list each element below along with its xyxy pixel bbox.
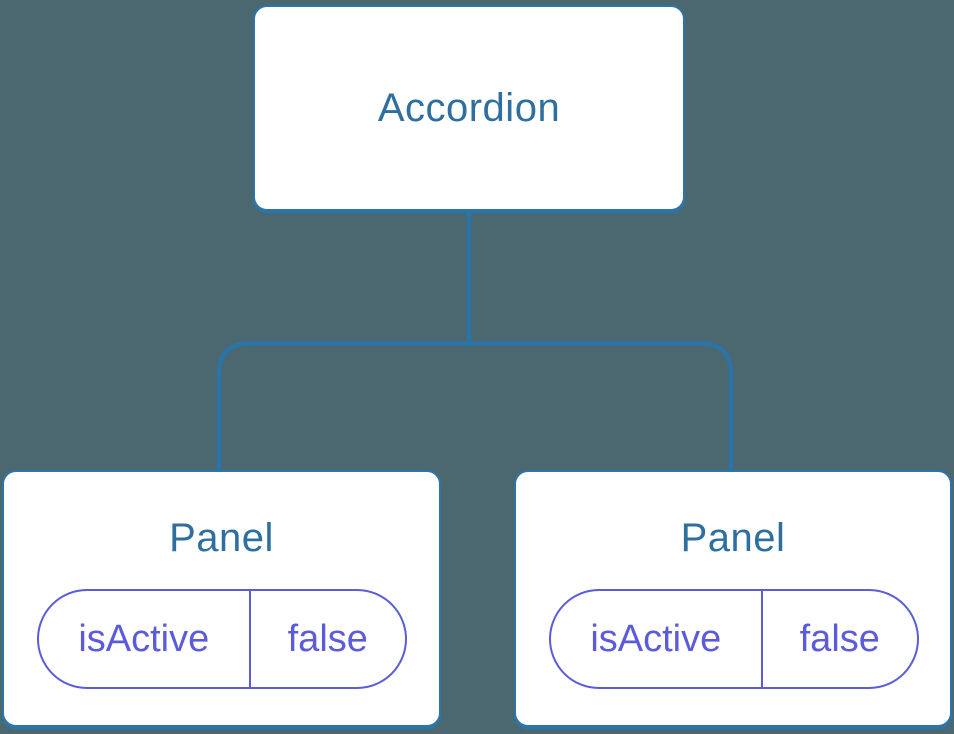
- state-key: isActive: [551, 591, 763, 687]
- tree-node-panel-2: Panel isActive false: [514, 470, 952, 727]
- node-label: Panel: [169, 516, 274, 560]
- state-value: false: [799, 618, 880, 660]
- tree-node-accordion: Accordion: [253, 5, 685, 211]
- tree-node-panel-1: Panel isActive false: [2, 470, 441, 727]
- state-value: false: [287, 618, 368, 660]
- connector-branch-line: [216, 341, 734, 472]
- state-key: isActive: [39, 591, 251, 687]
- state-pill: isActive false: [37, 589, 407, 689]
- state-pill: isActive false: [549, 589, 919, 689]
- node-label: Accordion: [377, 86, 561, 130]
- node-label: Panel: [680, 516, 786, 560]
